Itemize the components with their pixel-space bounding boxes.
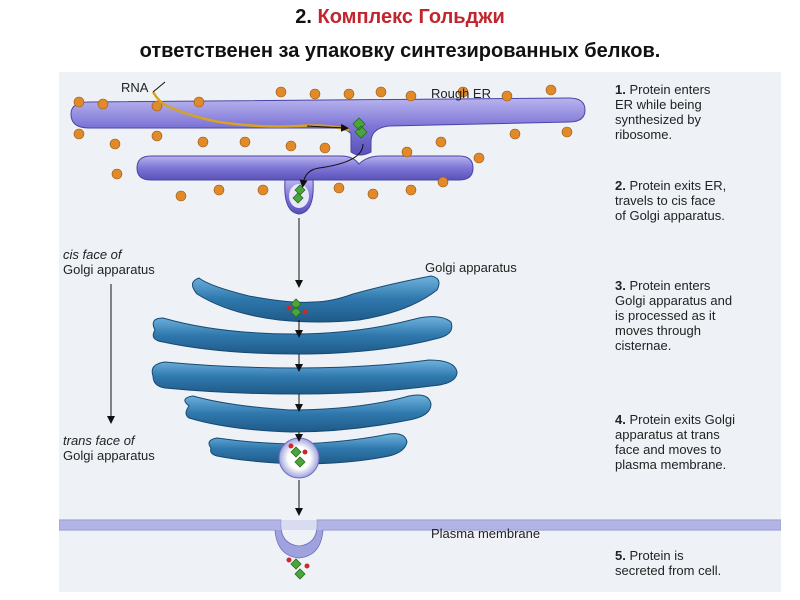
step-3: 3. Protein enters Golgi apparatus and is… [615,278,733,353]
protein-secreted [290,558,306,580]
golgi-diagram [59,81,781,580]
title-number: 2. [295,6,312,28]
golgi-stack [151,275,458,465]
label-rough-er: Rough ER [431,86,491,101]
label-rna: RNA [121,80,149,95]
title-text: Комплекс Гольджи [317,6,505,28]
rna-strand [151,91,350,132]
step-1: 1. Protein enters ER while being synthes… [615,82,711,142]
flow-arrows [107,218,303,516]
slide-title: 2. Комплекс Гольджи [0,6,800,29]
protein-bud [292,184,306,204]
slide-subtitle: ответственен за упаковку синтезированных… [139,40,661,62]
label-plasma-membrane: Plasma membrane [431,526,541,541]
label-cis-face-2: Golgi apparatus [63,262,155,277]
step-2: 2. Protein exits ER, travels to cis face… [615,178,727,223]
golgi-figure: RNA Rough ER cis face of Golgi apparatus… [59,72,781,592]
protein-er [352,117,368,139]
step-4: 4. Protein exits Golgi apparatus at tran… [615,412,735,472]
protein-golgi [290,298,302,318]
label-trans-face-1: trans face of [63,433,135,448]
label-trans-face-2: Golgi apparatus [63,448,155,463]
label-golgi: Golgi apparatus [425,260,517,275]
label-cis-face-1: cis face of [63,247,122,262]
step-5: 5. Protein is secreted from cell. [615,548,722,578]
ribosomes [73,84,573,202]
